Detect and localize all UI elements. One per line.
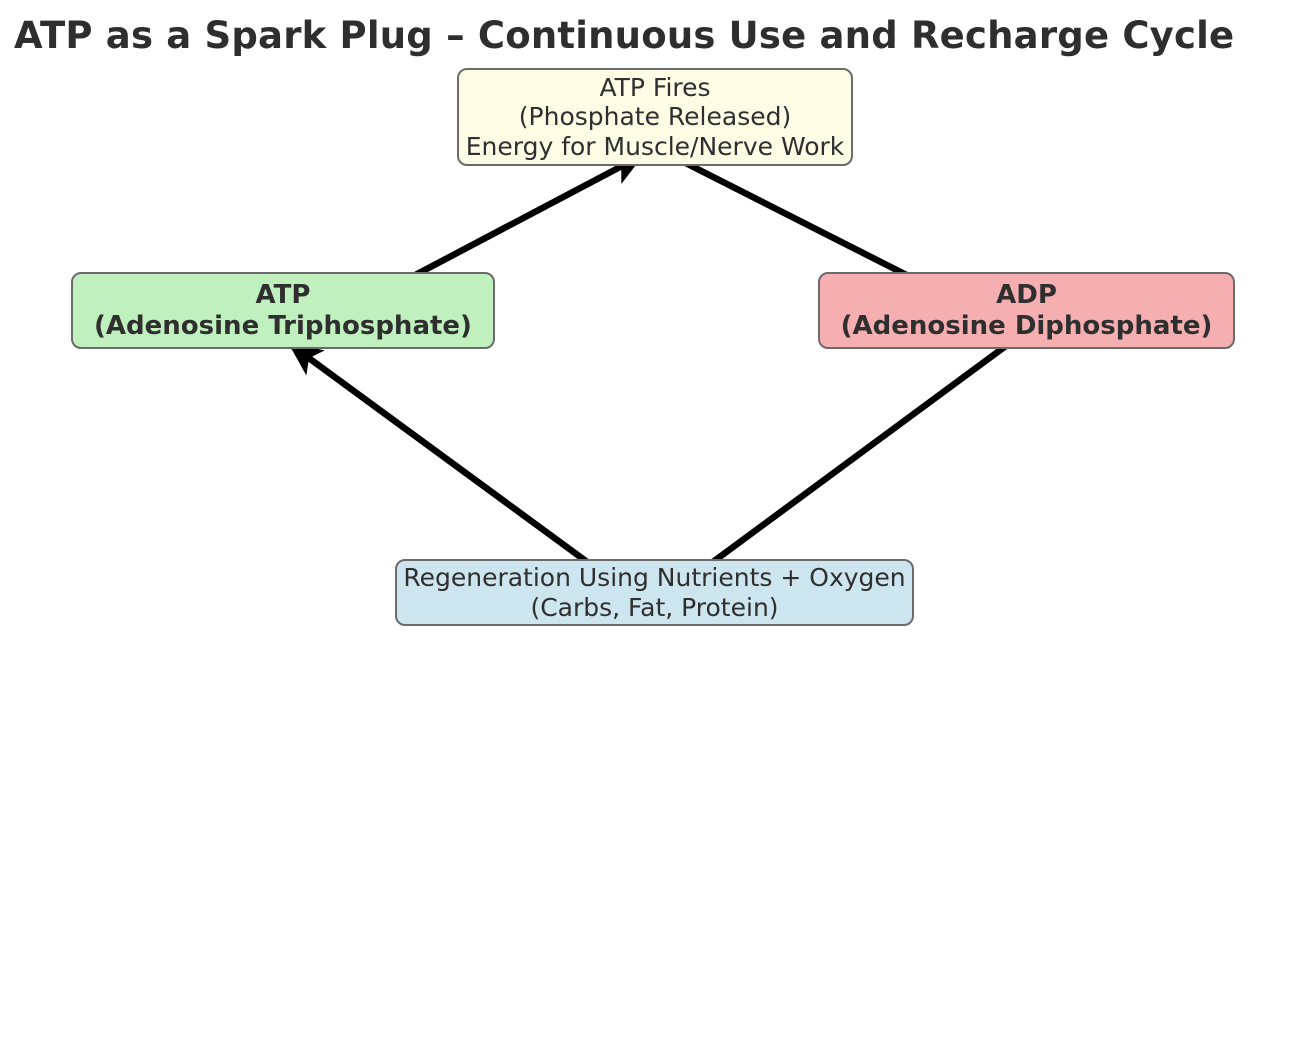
node-atp-fires[interactable]: ATP Fires (Phosphate Released) Energy fo… <box>457 68 853 166</box>
node-atp[interactable]: ATP (Adenosine Triphosphate) <box>71 272 495 349</box>
page-title: ATP as a Spark Plug – Continuous Use and… <box>14 14 1235 57</box>
node-regeneration[interactable]: Regeneration Using Nutrients + Oxygen (C… <box>395 559 914 626</box>
node-atp-label: ATP (Adenosine Triphosphate) <box>94 279 472 341</box>
node-atp-fires-label: ATP Fires (Phosphate Released) Energy fo… <box>465 72 845 161</box>
node-adp[interactable]: ADP (Adenosine Diphosphate) <box>818 272 1235 349</box>
node-regeneration-label: Regeneration Using Nutrients + Oxygen (C… <box>403 563 906 622</box>
node-adp-label: ADP (Adenosine Diphosphate) <box>840 279 1213 341</box>
